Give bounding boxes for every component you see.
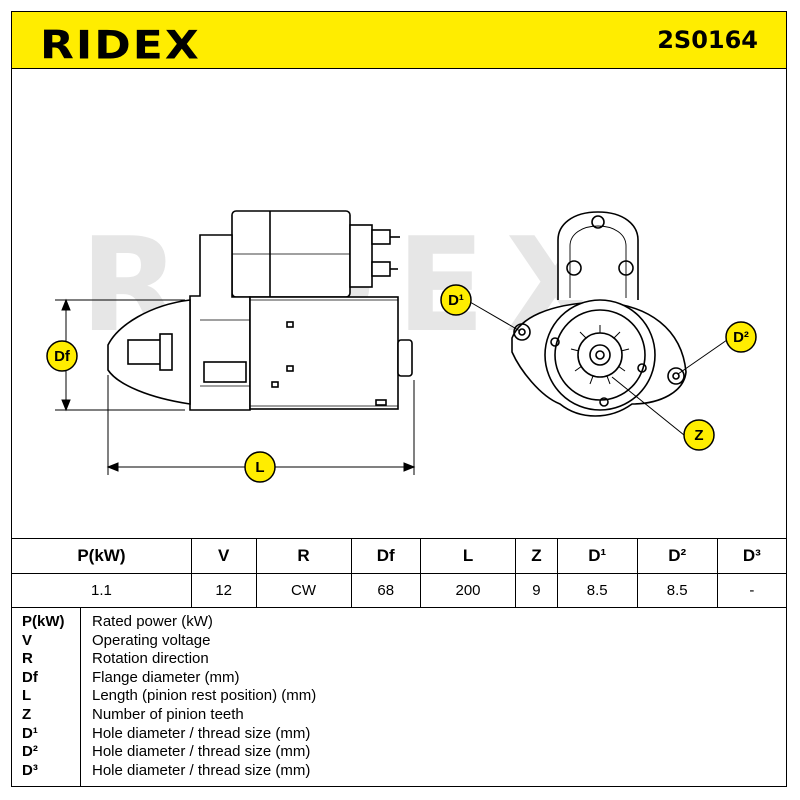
spec-header-cell: Df xyxy=(350,538,421,574)
legend-key: V xyxy=(22,631,33,649)
part-number: 2S0164 xyxy=(657,26,758,54)
legend-row: P(kW) Rated power (kW) xyxy=(12,613,788,632)
legend-desc: Number of pinion teeth xyxy=(92,706,244,723)
brand-logo: RIDEX xyxy=(40,22,201,69)
spec-value-cell: 200 xyxy=(419,573,517,608)
legend-key: D³ xyxy=(22,761,38,779)
technical-drawing: RIDEX xyxy=(46,209,757,483)
legend-desc: Hole diameter / thread size (mm) xyxy=(92,761,311,779)
df-dimension xyxy=(55,298,185,412)
l-label-text: L xyxy=(255,459,264,476)
d1-label-text: D¹ xyxy=(448,292,464,309)
legend-key: Z xyxy=(22,706,32,723)
legend-divider xyxy=(80,608,81,786)
d2-label: D² xyxy=(725,321,757,353)
spec-value-cell: - xyxy=(716,573,788,608)
d1-label: D¹ xyxy=(440,284,472,316)
spec-value-cell: 12 xyxy=(190,573,257,608)
leader-lines xyxy=(469,301,728,436)
spec-value-row: 1.1 12 CW 68 200 9 8.5 8.5 - xyxy=(11,573,788,608)
legend-row: R Rotation direction xyxy=(12,650,788,669)
legend-key: P(kW) xyxy=(22,613,65,630)
legend-key: D¹ xyxy=(22,724,38,742)
legend-key: D² xyxy=(22,743,38,761)
spec-value-cell: 8.5 xyxy=(636,573,718,608)
l-label: L xyxy=(244,451,276,483)
spec-header-cell: D³ xyxy=(716,538,788,574)
spec-header-cell: R xyxy=(255,538,352,574)
spec-header-cell: L xyxy=(419,538,517,574)
spec-table: P(kW) V R Df L Z D¹ D² D³ 1.1 12 CW 68 2… xyxy=(11,538,788,608)
legend-key: R xyxy=(22,650,33,668)
legend-desc: Rated power (kW) xyxy=(92,613,213,630)
legend-desc: Operating voltage xyxy=(92,631,211,649)
header-bar: RIDEX 2S0164 xyxy=(11,11,787,69)
legend-key: L xyxy=(22,687,32,705)
starter-front-view xyxy=(511,211,687,417)
legend-row: D³ Hole diameter / thread size (mm) xyxy=(12,762,788,781)
legend-row: D² Hole diameter / thread size (mm) xyxy=(12,743,788,762)
legend-row: D¹ Hole diameter / thread size (mm) xyxy=(12,725,788,744)
starter-side-view xyxy=(107,210,413,411)
df-label-text: Df xyxy=(54,348,71,365)
spec-header-cell: D¹ xyxy=(556,538,638,574)
legend: P(kW) Rated power (kW) V Operating volta… xyxy=(11,608,787,787)
legend-desc: Length (pinion rest position) (mm) xyxy=(92,687,317,705)
legend-row: Df Flange diameter (mm) xyxy=(12,669,788,688)
spec-value-cell: 68 xyxy=(350,573,421,608)
spec-header-cell: Z xyxy=(515,538,558,574)
legend-desc: Hole diameter / thread size (mm) xyxy=(92,724,311,742)
legend-row: V Operating voltage xyxy=(12,632,788,651)
spec-value-cell: 8.5 xyxy=(556,573,638,608)
spec-header-cell: D² xyxy=(636,538,718,574)
df-label: Df xyxy=(46,340,78,372)
spec-header-row: P(kW) V R Df L Z D¹ D² D³ xyxy=(11,538,788,574)
spec-value-cell: CW xyxy=(255,573,352,608)
z-label-text: Z xyxy=(694,427,703,444)
spec-header-cell: P(kW) xyxy=(11,538,192,574)
legend-row: Z Number of pinion teeth xyxy=(12,706,788,725)
legend-desc: Flange diameter (mm) xyxy=(92,668,240,686)
spec-value-cell: 1.1 xyxy=(11,573,192,608)
z-label: Z xyxy=(683,419,715,451)
legend-desc: Hole diameter / thread size (mm) xyxy=(92,743,311,761)
legend-row: L Length (pinion rest position) (mm) xyxy=(12,687,788,706)
spec-header-cell: V xyxy=(190,538,257,574)
legend-desc: Rotation direction xyxy=(92,650,209,668)
d2-label-text: D² xyxy=(733,329,749,346)
spec-value-cell: 9 xyxy=(515,573,558,608)
legend-key: Df xyxy=(22,668,38,686)
